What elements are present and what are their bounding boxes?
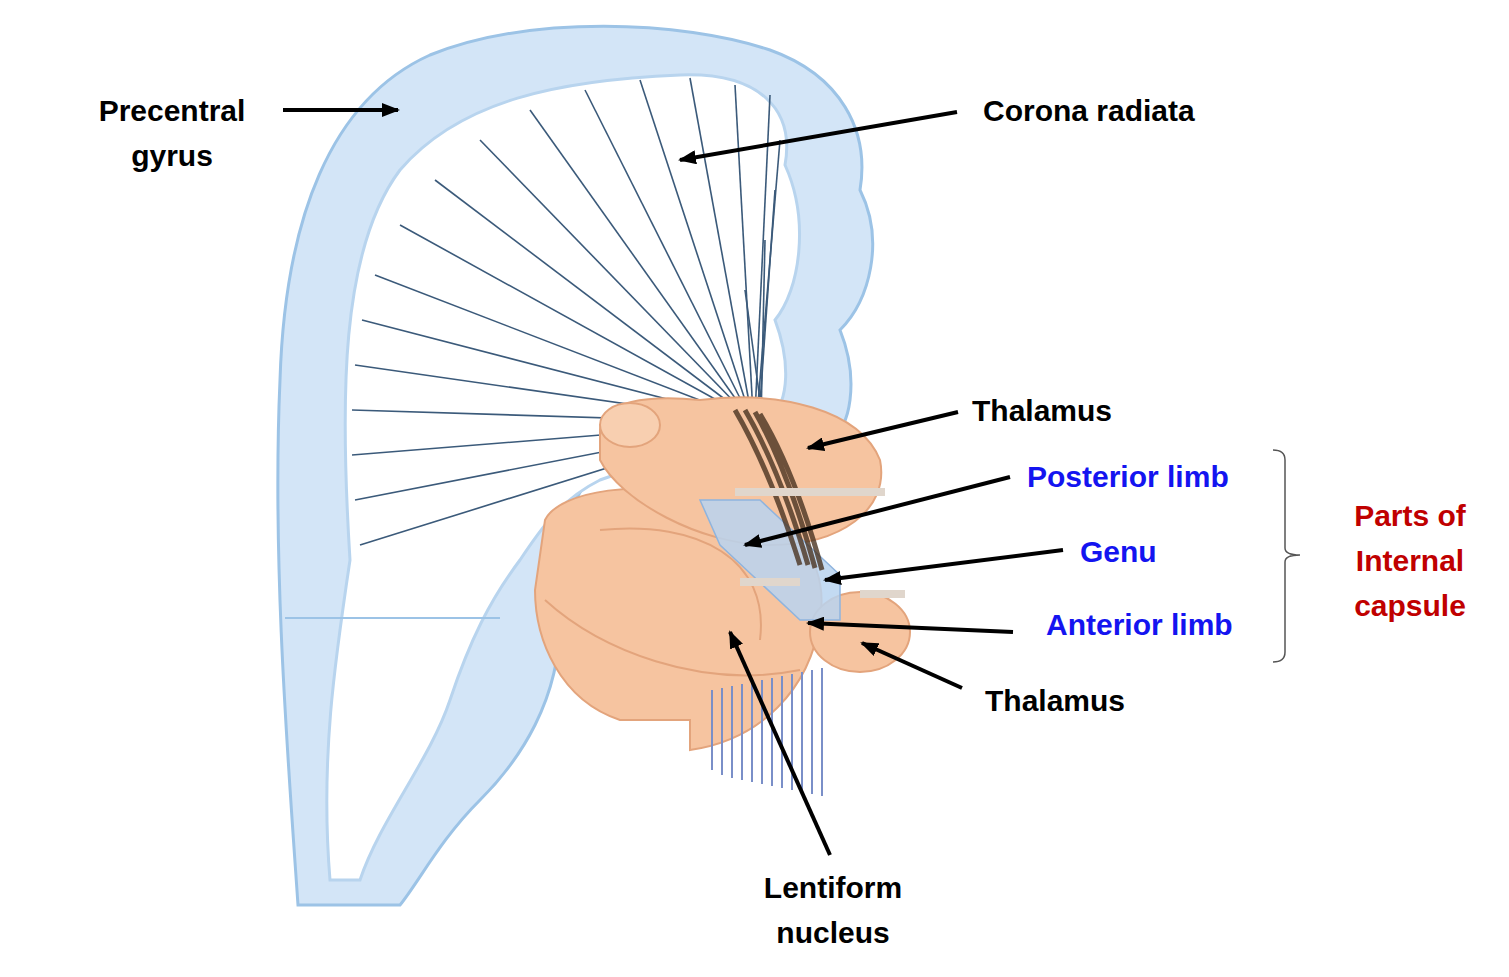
anatomy-label: Genu — [1080, 529, 1280, 574]
anatomy-label: Anterior limb — [1046, 602, 1306, 647]
cortex — [278, 26, 873, 905]
cortex-band — [278, 26, 873, 905]
section-bar — [735, 488, 885, 496]
fiber-line — [400, 225, 742, 414]
anatomy-label: Posterior limb — [1027, 454, 1287, 499]
anatomy-label: Precentral gyrus — [82, 88, 262, 178]
bracket — [1273, 450, 1300, 662]
anatomy-label: Thalamus — [985, 678, 1245, 723]
anatomy-label: Corona radiata — [983, 88, 1303, 133]
leader-arrow — [730, 632, 830, 855]
leader-arrows — [283, 110, 1063, 855]
lentiform-contour — [545, 600, 800, 675]
fiber-line — [435, 180, 743, 413]
leader-arrow — [808, 412, 958, 448]
fiber-line — [375, 275, 741, 416]
thalamus-knob — [600, 403, 660, 447]
leader-arrow — [283, 108, 398, 112]
anatomy-label: Thalamus — [972, 388, 1232, 433]
leader-arrow — [862, 643, 962, 688]
fiber-line — [735, 85, 753, 414]
fiber-line — [640, 80, 749, 412]
section-bar — [740, 578, 800, 586]
section-line — [285, 617, 500, 619]
leader-arrow — [745, 477, 1010, 545]
section-bar — [860, 590, 905, 598]
leader-arrow — [825, 550, 1063, 580]
internal-capsule — [700, 410, 905, 796]
anatomy-label: Lentiform nucleus — [733, 865, 933, 955]
anatomy-label: Parts of Internal capsule — [1330, 493, 1490, 628]
fiber-line — [690, 78, 751, 413]
leader-arrow — [808, 623, 1013, 632]
descending-fibers — [712, 668, 822, 796]
leader-arrow — [680, 112, 957, 160]
fiber-line — [585, 90, 747, 412]
fiber-line — [761, 240, 765, 420]
